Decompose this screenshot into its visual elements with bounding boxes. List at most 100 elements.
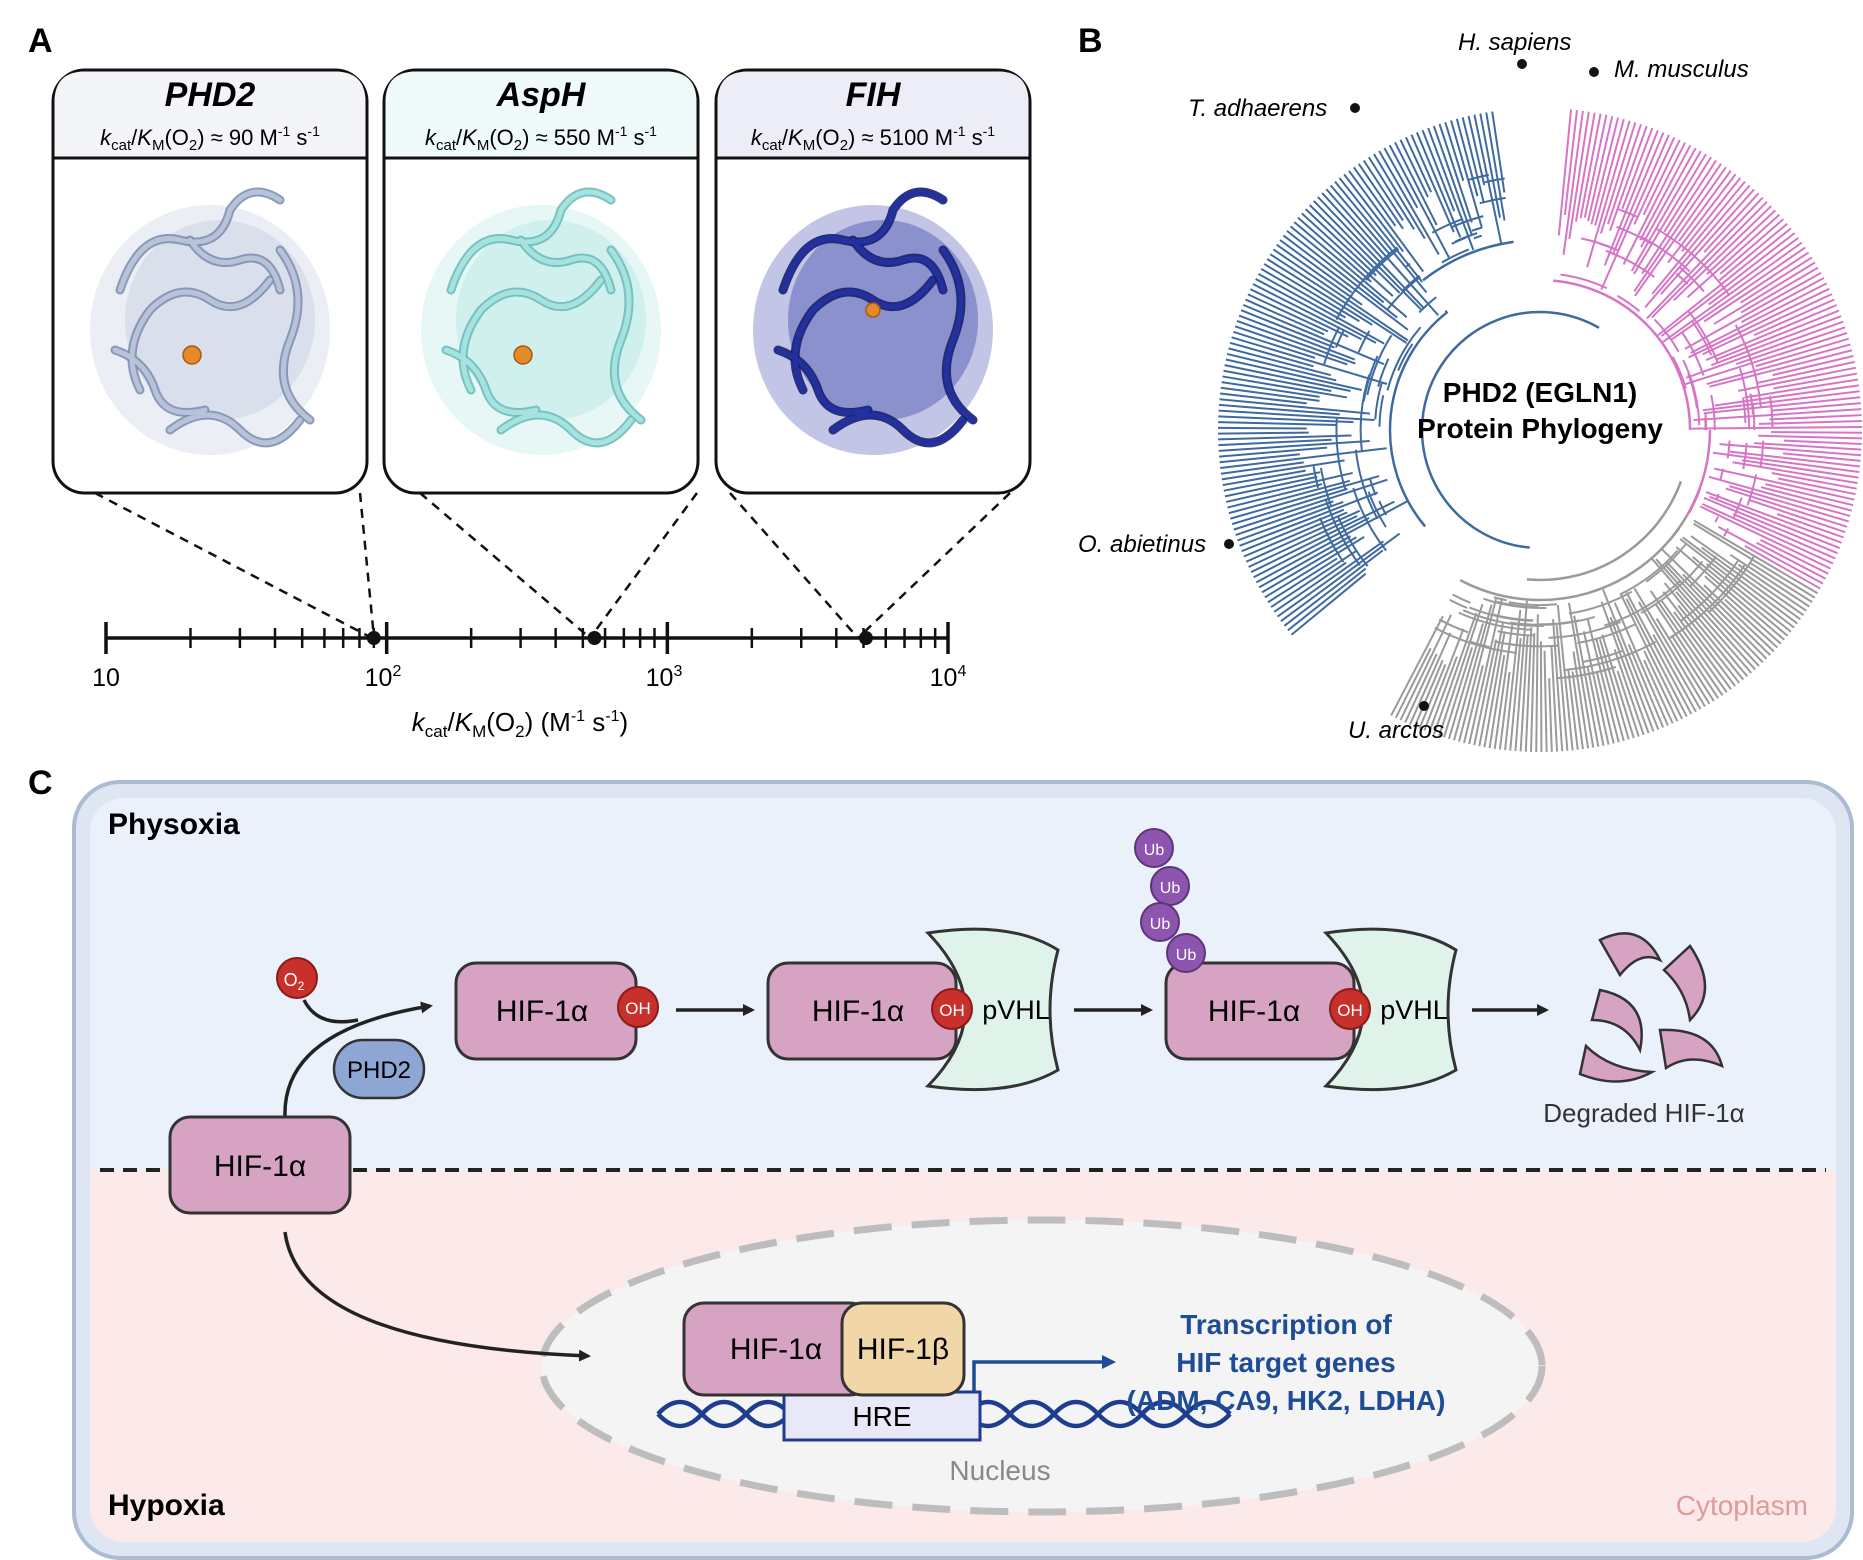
card-rate: kcat/KM(O2) ≈ 550 M-1 s-1 [425, 123, 657, 154]
clade-mammal-2 [1686, 429, 1862, 590]
hif1a-start: HIF-1α [168, 1115, 352, 1215]
phd2-enzyme: PHD2 [332, 1038, 426, 1100]
pvhl-shape [1322, 927, 1458, 1092]
arrow-to-nucleus [283, 1231, 591, 1362]
svg-text:HIF-1α: HIF-1α [730, 1333, 822, 1366]
svg-text:102: 102 [365, 663, 402, 692]
zoom-connectors [94, 491, 1011, 640]
svg-text:HIF-1α: HIF-1α [214, 1150, 306, 1183]
ubiquitinated-complex: pVHL HIF-1α OH Ub Ub Ub Ub [1134, 828, 1458, 1092]
degraded-label: Degraded HIF-1α [1543, 1098, 1744, 1128]
species-m-musculus: M. musculus [1614, 56, 1749, 83]
tick-label-10000: 104 [930, 663, 967, 692]
connector-asph-right [588, 492, 699, 639]
hif1a-pvhl-complex: pVHL HIF-1α OH [766, 927, 1060, 1092]
clade-basal [1343, 111, 1514, 282]
transcription-text: Transcription of HIF target genes (ADM, … [1127, 1309, 1446, 1416]
svg-text:10: 10 [92, 664, 120, 692]
species-labels: H. sapiens M. musculus T. adhaerens O. a… [1078, 29, 1749, 744]
axis-ticks [104, 622, 950, 654]
pvhl-shape [924, 927, 1060, 1092]
oh-group [617, 986, 659, 1028]
fragment [1658, 1028, 1724, 1071]
ubiquitin [1134, 828, 1174, 868]
ubiquitin [1166, 933, 1206, 973]
rate-point [858, 631, 873, 645]
iron-center [513, 345, 533, 365]
connector-phd2-right [358, 492, 376, 639]
species-t-adhaerens: T. adhaerens [1188, 95, 1327, 122]
o2-molecule: O2 [276, 957, 318, 999]
svg-text:HIF-1α: HIF-1α [496, 995, 588, 1028]
species-dot-o-abietinus [1224, 539, 1234, 549]
transcription-line1: Transcription of [1180, 1309, 1392, 1340]
card-title: AspH [496, 76, 587, 114]
svg-text:Ub: Ub [1176, 947, 1197, 964]
ubiquitin [1140, 902, 1180, 942]
protein-structure [753, 187, 993, 455]
oh-group [931, 988, 973, 1030]
fragment [1598, 932, 1663, 978]
svg-text:pVHL: pVHL [1380, 995, 1448, 1025]
card-asph: AspH kcat/KM(O2) ≈ 550 M-1 s-1 [382, 68, 700, 495]
connector-fih-right [857, 492, 1011, 639]
svg-text:HIF-1β: HIF-1β [857, 1333, 949, 1366]
connector-asph-left [419, 492, 591, 639]
species-dot-t-adhaerens [1350, 103, 1360, 113]
nucleus-label: Nucleus [949, 1455, 1050, 1486]
cell-diagram: Physoxia Hypoxia Cytoplasm Nucleus O2 PH… [72, 780, 1854, 1560]
hypoxia-label: Hypoxia [108, 1489, 225, 1522]
connector-phd2-left [94, 491, 373, 640]
species-dot-h-sapiens [1517, 59, 1527, 69]
clade-invertebrate [1218, 177, 1449, 636]
phylogeny-tree [1218, 109, 1862, 753]
clade-mammal [1552, 109, 1862, 431]
fragment [1590, 988, 1643, 1054]
svg-text:OH: OH [939, 1001, 965, 1020]
cytoplasm-label: Cytoplasm [1676, 1490, 1808, 1521]
species-dot-m-musculus [1589, 67, 1599, 77]
tick-label-100: 102 [365, 663, 402, 692]
arrow-to-hydroxylation [283, 1001, 433, 1118]
protein-structure [421, 187, 661, 455]
oh-group [1329, 988, 1371, 1030]
rate-log-axis: 10 102 103 104 kcat/KM(O2) (M-1 s-1) [92, 622, 966, 741]
svg-text:O2: O2 [284, 970, 305, 993]
species-dot-u-arctos [1419, 701, 1429, 711]
transcription-line3: (ADM, CA9, HK2, LDHA) [1127, 1385, 1446, 1416]
svg-text:Ub: Ub [1144, 842, 1165, 859]
o2-consumption-curve [302, 999, 359, 1024]
physoxia-label: Physoxia [108, 808, 240, 841]
svg-text:pVHL: pVHL [982, 995, 1050, 1025]
rate-point [587, 631, 602, 645]
rate-point [366, 631, 381, 645]
tree-backbone [1526, 480, 1683, 582]
svg-text:HRE: HRE [852, 1401, 911, 1432]
ubiquitin-chain: Ub Ub Ub Ub [1134, 828, 1206, 973]
species-o-abietinus: O. abietinus [1078, 531, 1206, 558]
tick-label-1000: 103 [646, 663, 683, 692]
svg-text:HIF-1α: HIF-1α [1208, 995, 1300, 1028]
axis-points [366, 631, 873, 645]
tree-title-line1: PHD2 (EGLN1) [1443, 377, 1637, 408]
protein-structure [90, 187, 330, 455]
hif1a-nuclear: HIF-1α [682, 1301, 872, 1397]
svg-text:Ub: Ub [1160, 880, 1181, 897]
axis-title: kcat/KM(O2) (M-1 s-1) [412, 707, 628, 741]
transcription-line2: HIF target genes [1176, 1347, 1395, 1378]
species-u-arctos: U. arctos [1348, 717, 1444, 744]
species-h-sapiens: H. sapiens [1458, 29, 1571, 56]
panel-c-label: C [28, 764, 53, 802]
connector-fih-left [729, 492, 859, 639]
card-rate: kcat/KM(O2) ≈ 90 M-1 s-1 [100, 123, 320, 154]
svg-text:103: 103 [646, 663, 683, 692]
card-title: FIH [846, 76, 902, 114]
svg-text:PHD2: PHD2 [347, 1057, 411, 1084]
panel-b-label: B [1078, 22, 1103, 60]
svg-text:OH: OH [1337, 1001, 1363, 1020]
panel-a-label: A [28, 22, 53, 60]
hif1b-nuclear: HIF-1β [840, 1301, 966, 1397]
